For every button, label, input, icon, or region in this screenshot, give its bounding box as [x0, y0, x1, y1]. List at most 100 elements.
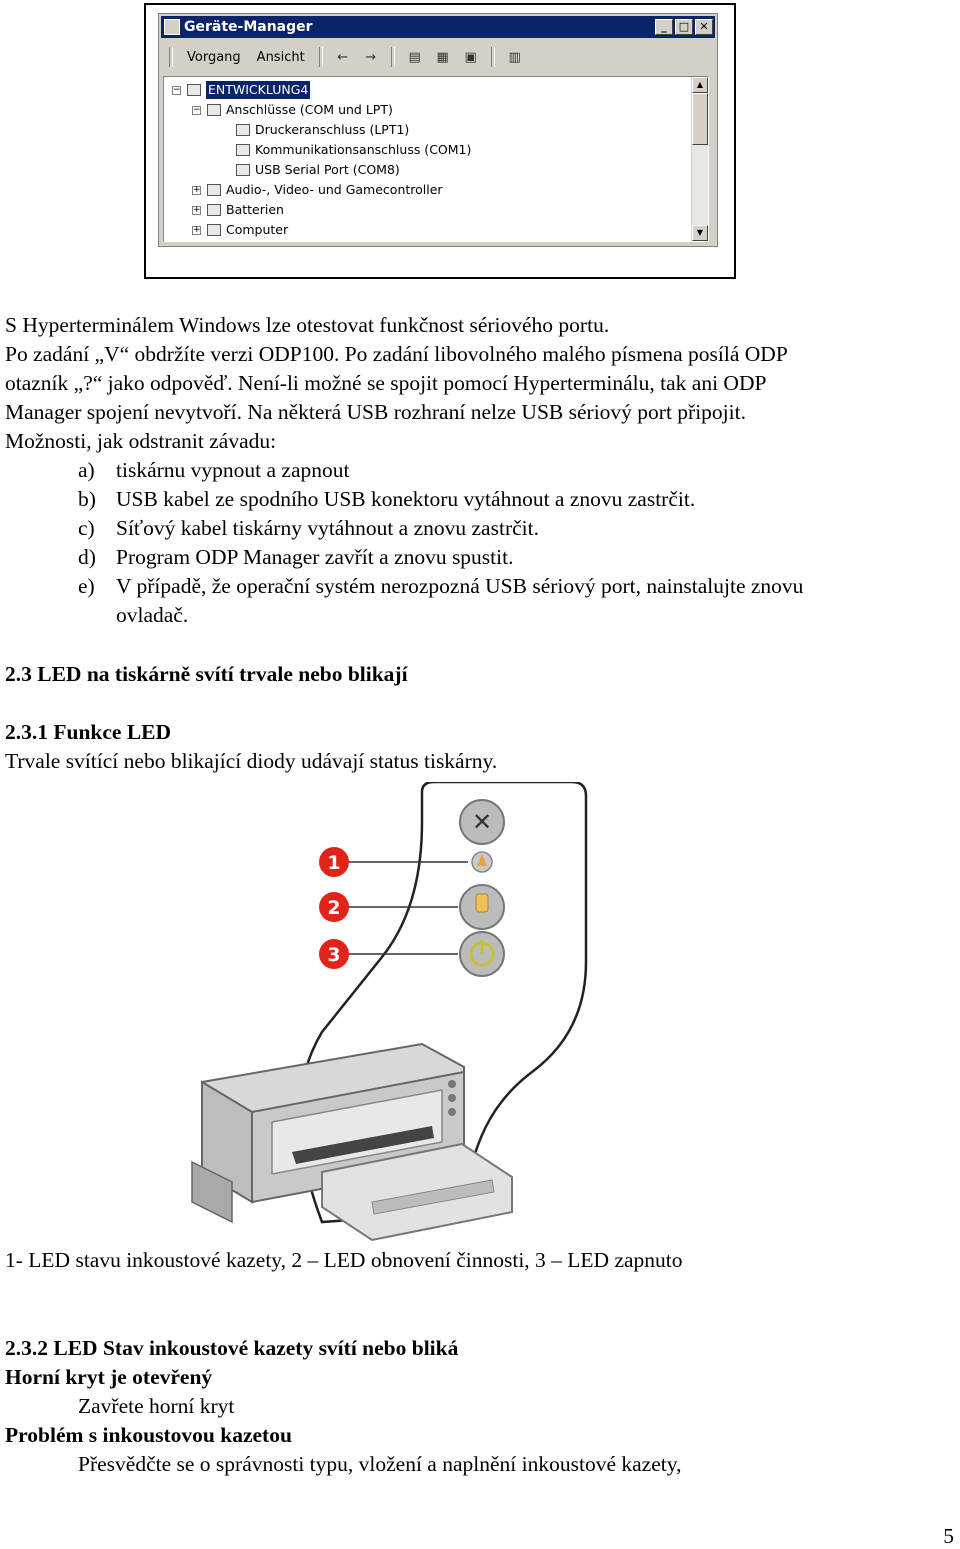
- port-icon: [207, 104, 221, 116]
- list-marker: c): [78, 516, 95, 540]
- printer-led-illustration: ✕ 1 2 3: [191, 782, 588, 1242]
- output-tray: [321, 1142, 513, 1242]
- close-button[interactable]: ✕: [695, 19, 713, 35]
- paragraph: Možnosti, jak odstranit závadu:: [5, 429, 277, 453]
- tree-item-label: Batterien: [226, 202, 284, 217]
- ink-drop-icon: [477, 854, 487, 866]
- scroll-down-icon[interactable]: ▼: [692, 225, 708, 241]
- scroll-up-icon[interactable]: ▲: [692, 77, 708, 93]
- device-manager-window: Geräte-Manager _ □ ✕ Vorgang Ansicht ← →…: [158, 13, 718, 247]
- paragraph: S Hyperterminálem Windows lze otestovat …: [5, 313, 610, 337]
- device-manager-screenshot: Geräte-Manager _ □ ✕ Vorgang Ansicht ← →…: [144, 3, 736, 279]
- device-manager-icon: [164, 19, 180, 35]
- toolbar-separator: [390, 47, 395, 67]
- list-text: Program ODP Manager zavřít a znovu spust…: [116, 545, 514, 569]
- scan-hardware-icon[interactable]: ▥: [508, 49, 521, 65]
- solution-text: Zavřete horní kryt: [78, 1394, 235, 1418]
- page-number: 5: [943, 1524, 954, 1548]
- expand-icon[interactable]: +: [192, 184, 201, 195]
- callout-2-label: 2: [327, 897, 340, 919]
- callout-3-label: 3: [327, 944, 340, 966]
- device-tree[interactable]: − ENTWICKLUNG4 − Anschlüsse (COM und LPT…: [163, 76, 709, 242]
- list-text: tiskárnu vypnout a zapnout: [116, 458, 350, 482]
- solution-text: Přesvědčte se o správnosti typu, vložení…: [78, 1452, 682, 1476]
- paragraph: Trvale svítící nebo blikající diody udáv…: [5, 749, 498, 773]
- port-icon: [236, 144, 250, 156]
- tree-item-label: Audio-, Video- und Gamecontroller: [226, 182, 443, 197]
- list-text: V případě, že operační systém nerozpozná…: [116, 574, 804, 598]
- tree-item[interactable]: USB Serial Port (COM8): [236, 161, 400, 179]
- list-text: USB kabel ze spodního USB konektoru vytá…: [116, 487, 696, 511]
- paragraph: Manager spojení nevytvoří. Na některá US…: [5, 400, 746, 424]
- printer-led-small: [448, 1080, 456, 1088]
- list-item: a) tiskárnu vypnout a zapnout: [78, 456, 349, 485]
- printer-led-small: [448, 1094, 456, 1102]
- toolbar-grip: [169, 47, 173, 67]
- paragraph: otazník „?“ jako odpověď. Není-li možné …: [5, 371, 767, 395]
- audio-icon: [207, 184, 221, 196]
- collapse-icon[interactable]: −: [192, 104, 201, 115]
- subsection-heading: 2.3.2 LED Stav inkoustové kazety svítí n…: [5, 1336, 459, 1360]
- tray-extension: [371, 1179, 495, 1215]
- list-marker: d): [78, 545, 96, 569]
- callout-1: [319, 847, 349, 877]
- printer-foot: [191, 1160, 233, 1224]
- list-text: Síťový kabel tiskárny vytáhnout a znovu …: [116, 516, 539, 540]
- tree-item[interactable]: − Anschlüsse (COM und LPT): [192, 101, 393, 119]
- vertical-scrollbar[interactable]: ▲ ▼: [691, 77, 708, 241]
- callout-3: [319, 939, 349, 969]
- menu-ansicht[interactable]: Ansicht: [256, 49, 305, 65]
- tree-item[interactable]: + Computer: [192, 221, 288, 239]
- tree-item[interactable]: Druckeranschluss (LPT1): [236, 121, 409, 139]
- back-arrow-icon[interactable]: ←: [337, 49, 349, 65]
- scroll-thumb[interactable]: [692, 93, 708, 145]
- maximize-button[interactable]: □: [675, 19, 693, 35]
- problem-heading: Horní kryt je otevřený: [5, 1365, 213, 1389]
- menu-vorgang[interactable]: Vorgang: [187, 49, 241, 65]
- toolbar-separator: [490, 47, 495, 67]
- minimize-button[interactable]: _: [655, 19, 673, 35]
- tree-item[interactable]: + Audio-, Video- und Gamecontroller: [192, 181, 443, 199]
- window-title: Geräte-Manager: [184, 19, 313, 35]
- tree-item-label: Kommunikationsanschluss (COM1): [255, 142, 472, 157]
- list-marker: e): [78, 574, 95, 598]
- figure-caption: 1- LED stavu inkoustové kazety, 2 – LED …: [5, 1248, 683, 1272]
- tree-item[interactable]: + Batterien: [192, 201, 284, 219]
- printer-led-small: [448, 1108, 456, 1116]
- tree-item-label: USB Serial Port (COM8): [255, 162, 400, 177]
- collapse-icon[interactable]: −: [172, 84, 181, 95]
- tree-item[interactable]: − ENTWICKLUNG4: [172, 81, 311, 99]
- section-heading: 2.3 LED na tiskárně svítí trvale nebo bl…: [5, 662, 408, 686]
- list-item: d) Program ODP Manager zavřít a znovu spu…: [78, 543, 513, 572]
- subsection-heading: 2.3.1 Funkce LED: [5, 720, 172, 744]
- list-item: c) Síťový kabel tiskárny vytáhnout a znov…: [78, 514, 539, 543]
- computer-icon: [207, 224, 221, 236]
- toolbar-separator: [318, 47, 323, 67]
- expand-icon[interactable]: +: [192, 204, 201, 215]
- title-bar: Geräte-Manager _ □ ✕: [161, 16, 715, 38]
- forward-arrow-icon[interactable]: →: [365, 49, 377, 65]
- tree-item-label: Druckeranschluss (LPT1): [255, 122, 410, 137]
- tree-item-label: Anschlüsse (COM und LPT): [226, 102, 393, 117]
- callout-1-label: 1: [327, 852, 340, 874]
- list-item-continuation: ovladač.: [116, 603, 189, 627]
- port-icon: [236, 164, 250, 176]
- list-marker: a): [78, 458, 95, 482]
- port-icon: [236, 124, 250, 136]
- details-icon[interactable]: ▦: [436, 49, 449, 65]
- computer-icon: [187, 84, 201, 96]
- tree-item[interactable]: Kommunikationsanschluss (COM1): [236, 141, 471, 159]
- callout-2: [319, 892, 349, 922]
- list-marker: b): [78, 487, 96, 511]
- list-item: b) USB kabel ze spodního USB konektoru vy…: [78, 485, 695, 514]
- help-icon[interactable]: ▣: [464, 49, 477, 65]
- expand-icon[interactable]: +: [192, 224, 201, 235]
- tree-item-label: ENTWICKLUNG4: [206, 81, 311, 99]
- paragraph: Po zadání „V“ obdržíte verzi ODP100. Po …: [5, 342, 788, 366]
- cancel-button-led: [459, 799, 505, 845]
- properties-icon[interactable]: ▤: [408, 49, 421, 65]
- cancel-x-icon: ✕: [472, 808, 492, 836]
- tree-item-label: Computer: [226, 222, 289, 237]
- resume-icon: [475, 893, 489, 913]
- battery-icon: [207, 204, 221, 216]
